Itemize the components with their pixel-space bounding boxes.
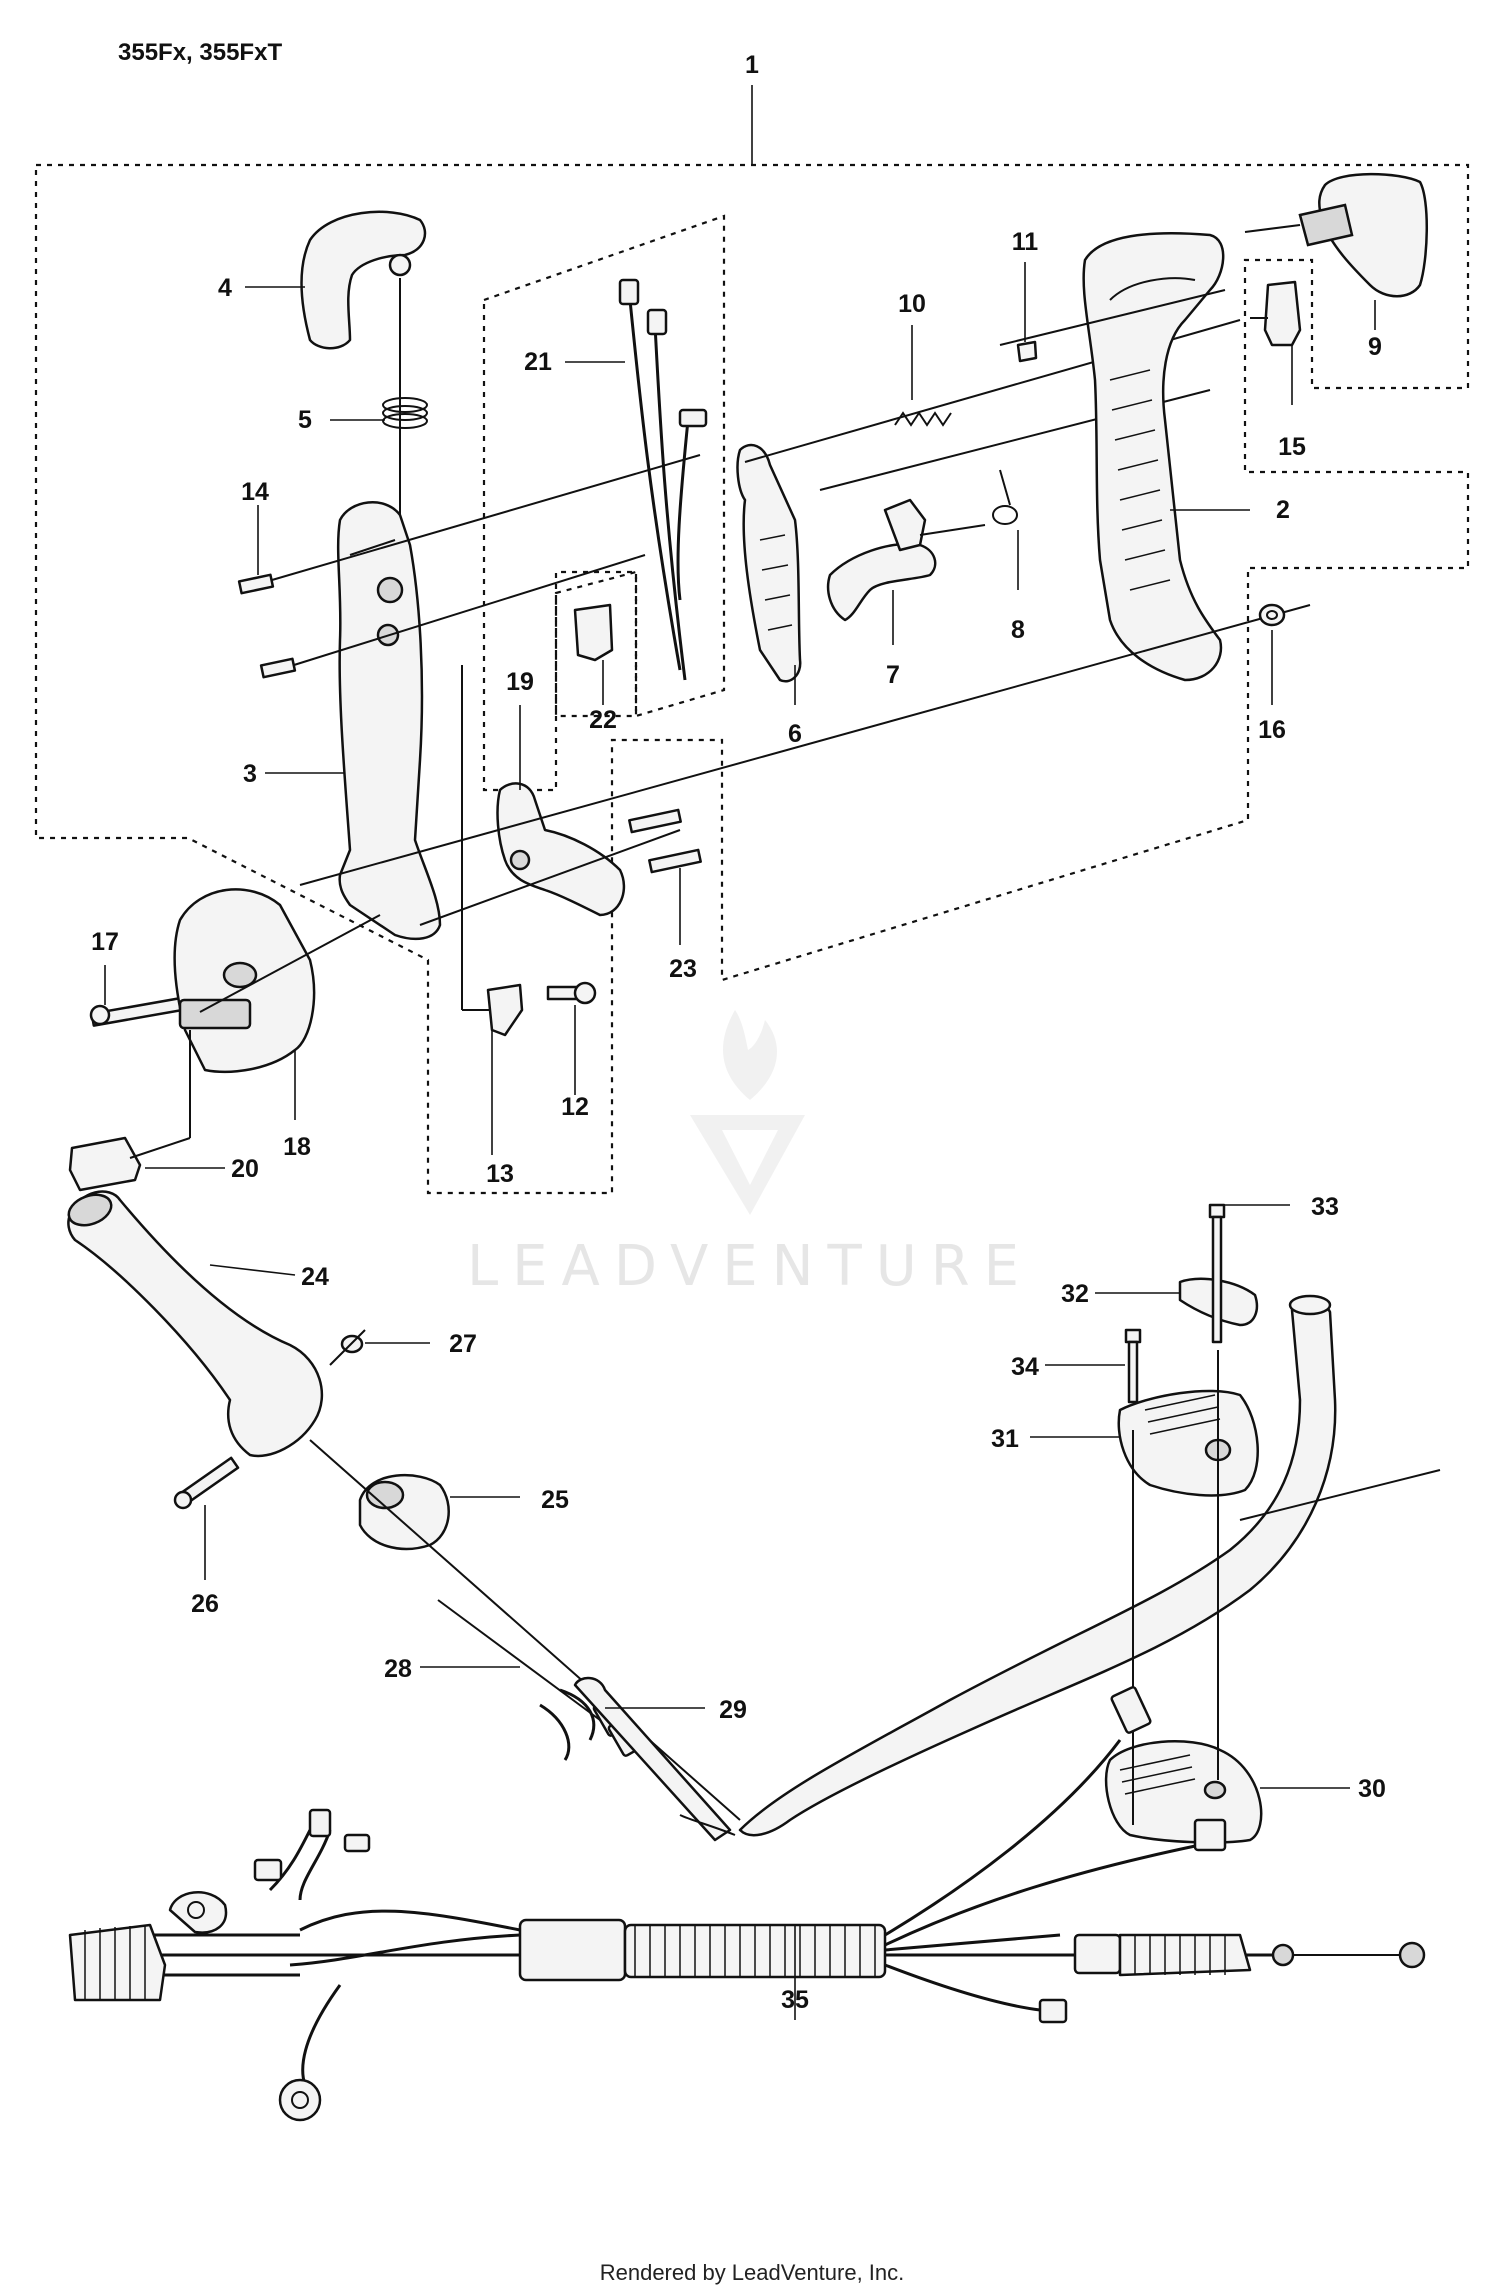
- callout-13: 13: [486, 1160, 514, 1188]
- part-20-switch: [68, 1030, 191, 1192]
- callout-31: 31: [991, 1425, 1019, 1453]
- part-2-handle-right: [1082, 232, 1225, 682]
- part-30-clamp-lower: [1104, 1740, 1263, 1844]
- assembly-line-2: [999, 289, 1226, 346]
- callout-26: 26: [191, 1590, 219, 1618]
- part-7-trigger: [826, 498, 986, 622]
- callout-14: 14: [241, 478, 269, 506]
- assembly-outline-1: [34, 85, 1470, 1195]
- part-6-trigger-cover: [736, 443, 802, 683]
- callout-4: 4: [218, 274, 232, 302]
- part-15-switch: [1250, 280, 1302, 347]
- part-8-spring: [992, 469, 1018, 525]
- part-10-spring: [894, 411, 952, 427]
- part-24-grip: [67, 1190, 324, 1458]
- callout-17: 17: [91, 928, 119, 956]
- callout-10: 10: [898, 290, 926, 318]
- callout-25: 25: [541, 1486, 569, 1514]
- part-28-wire: [437, 1599, 643, 1761]
- part-4-grip-cap: [300, 210, 427, 520]
- callout-21: 21: [524, 348, 552, 376]
- callout-12: 12: [561, 1093, 589, 1121]
- callout-35: 35: [781, 1986, 809, 2014]
- callout-24: 24: [301, 1263, 329, 1291]
- part-29-guide: [573, 1676, 732, 1842]
- model-label: 355Fx, 355FxT: [118, 39, 282, 66]
- callout-30: 30: [1358, 1775, 1386, 1803]
- callout-20: 20: [231, 1155, 259, 1183]
- watermark-logo-icon: [690, 1010, 805, 1215]
- watermark: LEADVENTURE: [467, 1010, 1033, 1299]
- part-3-handle-left: [336, 501, 442, 941]
- part-25-clamp: [358, 1474, 450, 1551]
- part-18-cover: [173, 888, 316, 1074]
- callout-34: 34: [1011, 1353, 1039, 1381]
- assembly-line-27: [329, 1329, 366, 1366]
- callout-33: 33: [1311, 1193, 1339, 1221]
- part-12-screw: [546, 981, 597, 1005]
- part-14-screw: [237, 573, 297, 679]
- callout-2: 2: [1276, 496, 1290, 524]
- callout-15: 15: [1278, 433, 1306, 461]
- callout-3: 3: [243, 760, 257, 788]
- callout-5: 5: [298, 406, 312, 434]
- footer-credit: Rendered by LeadVenture, Inc.: [600, 2260, 905, 2285]
- assembly-line-25: [309, 1439, 741, 1821]
- watermark-text: LEADVENTURE: [467, 1234, 1033, 1299]
- callout-23: 23: [669, 955, 697, 983]
- part-34-screw: [1124, 1328, 1142, 1404]
- part-13-plate: [486, 983, 524, 1037]
- part-30-handle-bar: [679, 1294, 1337, 1837]
- assembly-line-14b: [293, 554, 646, 666]
- part-11-pin: [1016, 340, 1038, 363]
- assembly-outline-22: [554, 570, 638, 718]
- part-23-screw: [628, 808, 702, 874]
- assembly-line-23: [419, 829, 681, 926]
- callout-9: 9: [1368, 333, 1382, 361]
- part-26-screw: [173, 1456, 240, 1510]
- assembly-line-14: [271, 454, 701, 581]
- callout-19: 19: [506, 668, 534, 696]
- callout-leaders: [104, 262, 1376, 2020]
- callout-16: 16: [1258, 716, 1286, 744]
- part-17-screw: [89, 995, 194, 1027]
- part-21-wire-harness: [618, 278, 708, 681]
- assembly-line-18: [199, 914, 381, 1013]
- callout-8: 8: [1011, 616, 1025, 644]
- callout-18: 18: [283, 1133, 311, 1161]
- assembly-outline-21: [482, 214, 726, 792]
- callout-11: 11: [1012, 228, 1039, 256]
- part-22-clip: [573, 603, 614, 662]
- callout-7: 7: [886, 661, 900, 689]
- part-35-cable-harness: [68, 1686, 1426, 2122]
- part-5-spring: [382, 397, 428, 429]
- assembly-line-30: [1239, 1469, 1441, 1521]
- part-33-bolt: [1208, 1203, 1226, 1344]
- callout-28: 28: [384, 1655, 412, 1683]
- callout-1: 1: [745, 51, 759, 79]
- part-31-clamp-upper: [1117, 1389, 1259, 1497]
- callout-22: 22: [589, 706, 617, 734]
- callout-6: 6: [788, 720, 802, 748]
- assembly-line-16: [299, 604, 1311, 886]
- callout-27: 27: [449, 1330, 477, 1358]
- callout-32: 32: [1061, 1280, 1089, 1308]
- part-9-throttle-knob: [1244, 172, 1429, 298]
- callout-29: 29: [719, 1696, 747, 1724]
- callouts: 1 2 3 4 5 6 7 8 9 10 11 12 13 14 15 16 1…: [91, 51, 1386, 2014]
- part-16-nut: [1258, 603, 1286, 627]
- part-19-bracket: [496, 782, 626, 917]
